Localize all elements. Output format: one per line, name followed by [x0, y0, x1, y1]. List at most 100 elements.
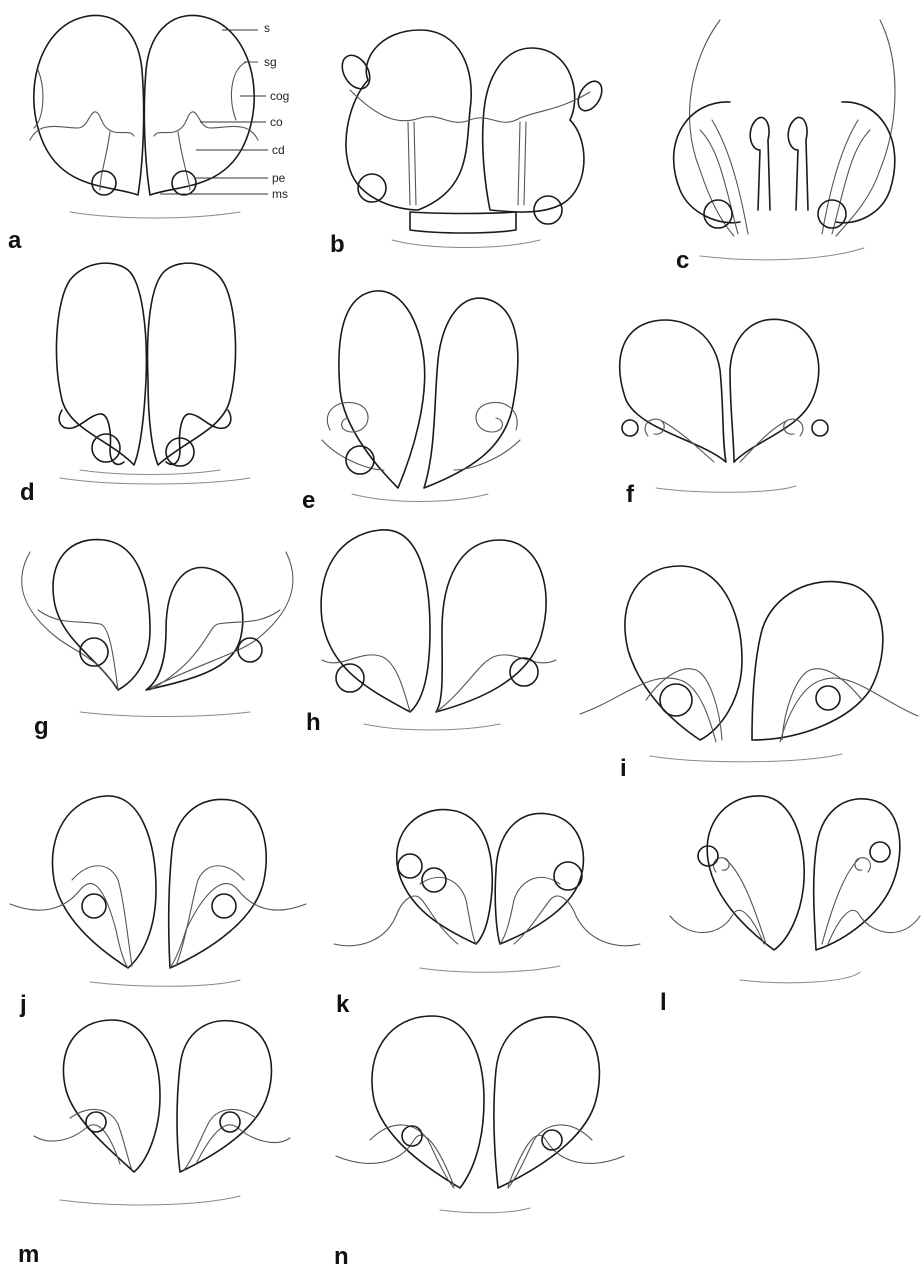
panel-i: i: [580, 566, 918, 782]
panel-l-pe-right: [870, 842, 890, 862]
panel-e: e: [302, 291, 520, 514]
panel-b-duct-left: [408, 122, 416, 205]
panel-c-lobe-right: [836, 102, 895, 223]
panel-k-coil-left: [422, 868, 446, 892]
panel-letter-a: a: [8, 227, 22, 254]
panel-i-duct-right: [782, 669, 862, 740]
panel-h-spermatheca-right: [436, 540, 546, 712]
panel-letter-c: c: [676, 247, 689, 274]
panel-f-spermatheca-right: [730, 319, 819, 462]
panel-d: d: [20, 263, 250, 506]
panel-j-pe-right: [212, 894, 236, 918]
panel-k-duct-right: [500, 877, 560, 944]
panel-g-spermatheca-left: [53, 540, 150, 690]
panel-c-margin: [700, 248, 864, 260]
panel-m-spermatheca-right: [177, 1021, 271, 1172]
panel-letter-m: m: [18, 1241, 39, 1268]
panel-letter-d: d: [20, 479, 35, 506]
panel-n: n: [334, 1016, 624, 1270]
panel-i-outer-right: [780, 678, 918, 742]
panel-n-spermatheca-left: [372, 1016, 484, 1188]
panel-g-spermatheca-right: [146, 568, 243, 691]
panel-letter-g: g: [34, 713, 49, 740]
panel-i-pe-right: [816, 686, 840, 710]
panel-g-margin: [80, 712, 250, 717]
panel-m: m: [18, 1020, 290, 1268]
panel-g-outer-left: [22, 552, 116, 688]
panel-b-plate: [410, 212, 516, 233]
panel-letter-f: f: [626, 481, 635, 508]
panel-j-outer-right: [170, 884, 306, 968]
panel-d-margin-inner: [80, 470, 220, 475]
panel-b-gland-right: [573, 77, 606, 115]
panel-n-pe-right: [542, 1130, 562, 1150]
panel-d-margin: [60, 478, 250, 484]
panel-m-margin: [60, 1196, 240, 1205]
panel-b-spermatheca-right: [483, 48, 584, 212]
panel-h-duct-left: [322, 655, 410, 712]
panel-f-pe-left: [622, 420, 638, 436]
panel-j-duct-right: [176, 866, 244, 966]
panel-k: k: [334, 810, 640, 1018]
panel-a-gland-right: [231, 62, 246, 120]
panel-b-margin: [392, 240, 540, 248]
callout-cd: cd: [272, 143, 285, 157]
panel-f-coil-right: [740, 419, 803, 462]
panel-f: f: [620, 319, 828, 508]
panel-letter-n: n: [334, 1243, 349, 1270]
panel-m-outer-right: [196, 1125, 290, 1164]
panel-letter-e: e: [302, 487, 315, 514]
panel-a-spermatheca-left: [34, 15, 144, 195]
callout-sg: sg: [264, 55, 277, 69]
panel-c-outer-right: [836, 20, 895, 236]
panel-c-gland-left: [750, 117, 770, 210]
panel-k-pe-left: [398, 854, 422, 878]
callout-co: co: [270, 115, 283, 129]
panel-h-pe-right: [510, 658, 538, 686]
panel-c-pe-left: [704, 200, 732, 228]
panel-a-spermatheca-right: [144, 15, 254, 195]
panel-c: c: [674, 20, 895, 274]
panel-m-spermatheca-left: [63, 1020, 160, 1172]
panel-h: h: [306, 530, 556, 736]
panel-i-spermatheca-right: [752, 582, 883, 740]
panel-f-margin: [656, 486, 796, 492]
panel-g-pe-right: [238, 638, 262, 662]
panel-m-outer-left: [34, 1125, 120, 1164]
panel-e-spermatheca-left: [339, 291, 425, 488]
panel-g-duct-right: [150, 610, 280, 690]
panel-m-pe-left: [86, 1112, 106, 1132]
panel-e-coil-right: [454, 402, 520, 470]
panel-m-pe-right: [220, 1112, 240, 1132]
panel-b: b: [330, 30, 607, 258]
panel-j-pe-left: [82, 894, 106, 918]
panel-g: g: [22, 540, 293, 740]
panel-n-outer-right: [508, 1135, 624, 1186]
panel-letter-h: h: [306, 709, 321, 736]
panel-j-spermatheca-left: [52, 796, 156, 968]
panel-l-coil-right: [822, 858, 870, 944]
panel-f-pe-right: [812, 420, 828, 436]
panel-letter-i: i: [620, 755, 627, 782]
panel-g-duct-left: [38, 610, 118, 690]
panel-e-margin: [352, 494, 488, 502]
panel-i-outer-left: [580, 678, 716, 742]
panel-e-spermatheca-right: [424, 298, 518, 488]
panel-l-outer-left: [670, 910, 764, 944]
panel-d-spermatheca-right: [148, 263, 236, 465]
panel-a-pe-left: [92, 171, 116, 195]
panel-a-duct-left: [30, 112, 134, 190]
callout-cog: cog: [270, 89, 289, 103]
panel-h-duct-right: [436, 655, 556, 712]
panel-k-spermatheca-left: [397, 810, 493, 944]
panel-a: s sg cog co cd pe ms a: [8, 15, 289, 254]
panel-n-margin: [440, 1208, 530, 1213]
panel-letter-j: j: [19, 991, 27, 1018]
panel-a-margin: [70, 212, 240, 218]
panel-l-margin: [740, 972, 860, 983]
panel-letter-b: b: [330, 231, 345, 258]
panel-b-duct-right: [518, 122, 526, 205]
panel-n-spermatheca-right: [494, 1017, 600, 1188]
